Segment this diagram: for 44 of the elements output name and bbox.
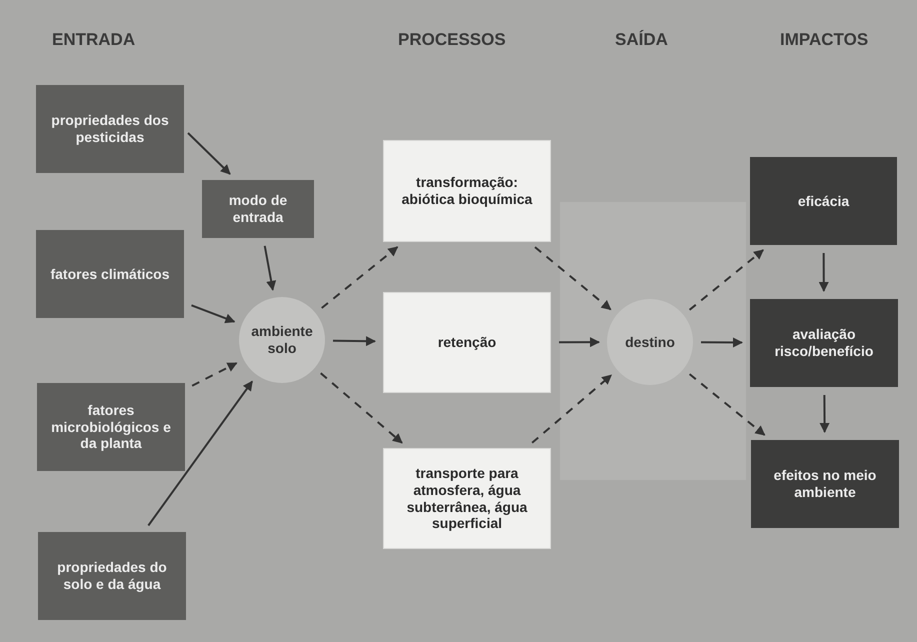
process-box [36,230,184,318]
node-text: avaliação risco/benefício [774,326,874,360]
arrow [688,373,766,436]
arrow [332,336,376,346]
column-heading: ENTRADA [52,30,136,50]
arrow [688,249,764,311]
node-text: transporte para atmosfera, água subterrânea, água superficial [406,465,528,532]
arrow [148,380,253,526]
arrow [818,253,829,292]
node-text: propriedades do solo e da água [56,559,168,593]
arrow [701,337,743,348]
column-heading: IMPACTOS [780,30,868,50]
node-text: fatores microbiológicos e da planta [50,402,172,452]
arrow [321,246,398,309]
arrow [320,372,403,444]
process-box [202,180,314,238]
process-box [750,299,898,387]
node-text: destino [625,334,675,350]
node-text: propriedades dos pesticidas [50,112,170,146]
process-box [751,440,899,528]
process-box [38,532,186,620]
node-text: transformação: abiótica bioquímica [400,174,534,208]
node-text: efeitos no meio ambiente [772,467,878,501]
node-text: fatores climáticos [50,266,170,282]
process-box [383,140,551,242]
arrow [534,246,612,310]
arrow [192,362,238,387]
arrow [820,395,830,433]
column-heading: PROCESSOS [398,30,506,50]
node-text: modo de entrada [228,192,288,226]
process-box [36,85,184,173]
arrow [559,337,600,348]
process-box [750,157,897,245]
arrow [191,304,236,324]
arrow [187,132,231,175]
process-box [37,383,185,471]
arrow [531,374,612,444]
node-text: eficácia [798,192,850,210]
process-box [383,448,551,549]
node-text: ambiente solo [250,323,314,357]
column-heading: SAÍDA [615,30,668,50]
node-text: retenção [438,334,496,351]
arrow [264,246,276,291]
process-box [383,292,551,393]
